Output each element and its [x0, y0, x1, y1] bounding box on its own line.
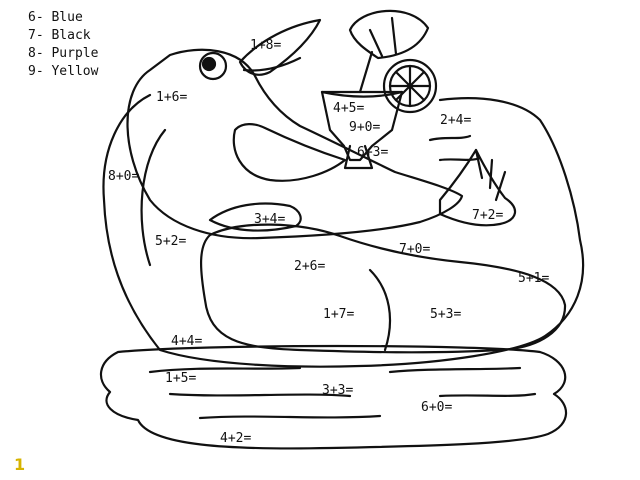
splash-mark-1 [428, 134, 472, 142]
penguin-eye-outline [198, 51, 228, 81]
eq-beak: 1+8= [250, 38, 282, 53]
legend-item: 7- Black [28, 28, 91, 43]
water-puddle-outline [100, 344, 568, 450]
eq-cup-base: 6+3= [357, 145, 389, 160]
drink-umbrella [348, 9, 430, 60]
water-ripple-2 [388, 366, 522, 374]
eq-water-top: 2+4= [440, 113, 472, 128]
orange-slice-segments [388, 64, 432, 108]
color-key-legend: 6- Blue 7- Black 8- Purple 9- Yellow [28, 9, 98, 81]
orange-slice-outline [382, 58, 438, 114]
chair-back-inner [140, 128, 167, 267]
eq-wing: 3+4= [254, 212, 286, 227]
penguin-eye-pupil [201, 56, 217, 72]
eq-cushion-right: 5+3= [430, 307, 462, 322]
penguin-body [126, 48, 464, 240]
eq-chair-base: 4+4= [171, 334, 203, 349]
eq-chair-left: 8+0= [108, 169, 140, 184]
legend-item: 9- Yellow [28, 64, 99, 79]
cup-rim [320, 90, 404, 98]
eq-leg: 7+0= [399, 242, 431, 257]
eq-seat: 2+6= [294, 259, 326, 274]
eq-water-mid: 3+3= [322, 383, 354, 398]
chair-cushion [199, 223, 567, 354]
water-ripple-4 [438, 392, 537, 398]
legend-item: 8- Purple [28, 46, 99, 61]
eq-foot: 7+2= [472, 208, 504, 223]
splash-mark-2 [438, 156, 482, 162]
eq-cup-top: 4+5= [333, 101, 365, 116]
legend-item: 6- Blue [28, 10, 83, 25]
cushion-seam [368, 268, 392, 352]
eq-water-right: 6+0= [421, 400, 453, 415]
chair-back-outline [102, 93, 585, 368]
water-ripple-1 [148, 366, 302, 374]
eq-water-bottom: 4+2= [220, 431, 252, 446]
eq-cup-mid: 9+0= [349, 120, 381, 135]
drink-straw [358, 50, 374, 94]
eq-body: 5+2= [155, 234, 187, 249]
penguin-belly [232, 123, 347, 182]
eq-chair-right: 5+1= [518, 271, 550, 286]
page-marker: 1 [14, 455, 26, 474]
water-ripple-5 [198, 414, 382, 420]
eq-water-left: 1+5= [165, 371, 197, 386]
penguin-wing [208, 202, 302, 232]
foot-toes [474, 148, 507, 202]
cup-stem [343, 144, 374, 170]
penguin-beak [238, 18, 322, 76]
umbrella-rib-2 [390, 16, 398, 56]
eq-cushion-mid: 1+7= [323, 307, 355, 322]
eq-head: 1+6= [156, 90, 188, 105]
cup-outline [320, 90, 404, 162]
penguin-beak-line [242, 56, 302, 72]
water-ripple-3 [168, 392, 352, 398]
umbrella-rib-1 [368, 28, 384, 58]
